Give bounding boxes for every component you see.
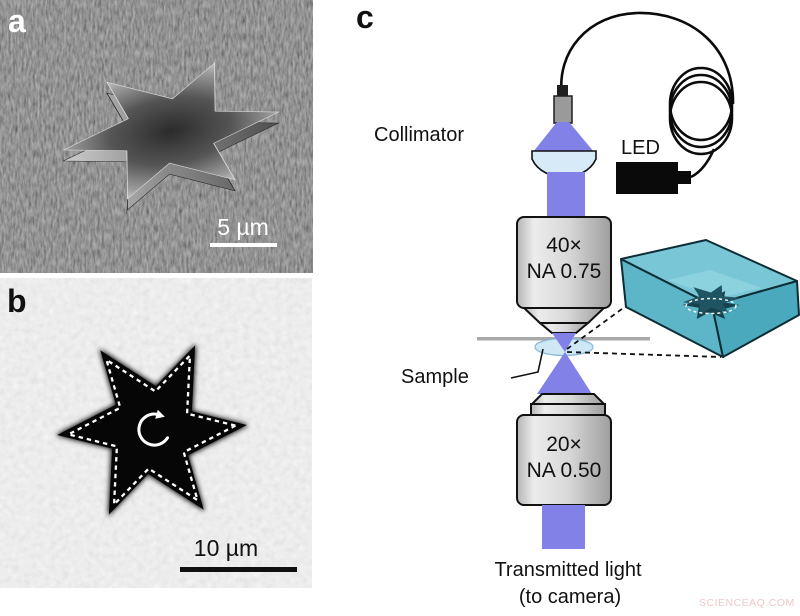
led-label: LED xyxy=(621,137,660,159)
panel-label-b: b xyxy=(7,283,27,319)
panel-label-a: a xyxy=(8,3,26,39)
sample-chamber-inset xyxy=(620,239,800,358)
output-caption-line1: Transmitted light xyxy=(494,559,642,581)
collimator-label: Collimator xyxy=(374,124,465,146)
objective-40x-magnification: 40× xyxy=(546,234,582,257)
sample-label: Sample xyxy=(401,366,469,388)
objective-40x-na: NA 0.75 xyxy=(526,260,602,283)
led-box xyxy=(616,162,691,194)
fiber-connector xyxy=(553,85,573,124)
inset-dashed-guides xyxy=(566,305,722,358)
panel-label-c: c xyxy=(356,0,374,35)
optical-fiber xyxy=(559,11,735,179)
panel-c-setup-diagram xyxy=(477,11,800,549)
microstar-silhouette xyxy=(57,345,247,515)
beam-focus-cone-upper xyxy=(552,333,576,352)
rotation-arrow-icon xyxy=(137,409,169,447)
beam-transmitted-out xyxy=(542,505,585,549)
panel-a-sem-image xyxy=(0,0,313,273)
scale-bar-label-b: 10 µm xyxy=(193,535,259,561)
objective-20x-magnification: 20× xyxy=(546,433,582,456)
scale-bar-label-a: 5 µm xyxy=(217,214,269,240)
beam-collimated-column xyxy=(547,172,585,218)
inset-microstar-dashed-outline xyxy=(685,297,737,315)
scale-bar-line-a xyxy=(210,243,277,247)
panel-b-optical-image xyxy=(0,278,312,588)
sample-leader-line xyxy=(510,348,544,379)
watermark: SCIENCEAQ.COM xyxy=(699,597,795,609)
scale-bar-line-b xyxy=(180,567,297,572)
microstar-top-face xyxy=(62,62,280,200)
beam-fiber-to-lens xyxy=(533,122,594,152)
objective-40x xyxy=(516,216,612,334)
output-caption-line2: (to camera) xyxy=(518,586,622,608)
inset-microstar xyxy=(682,285,740,315)
beam-focus-cone-lower xyxy=(537,352,592,394)
objective-20x-na: NA 0.50 xyxy=(526,459,602,482)
